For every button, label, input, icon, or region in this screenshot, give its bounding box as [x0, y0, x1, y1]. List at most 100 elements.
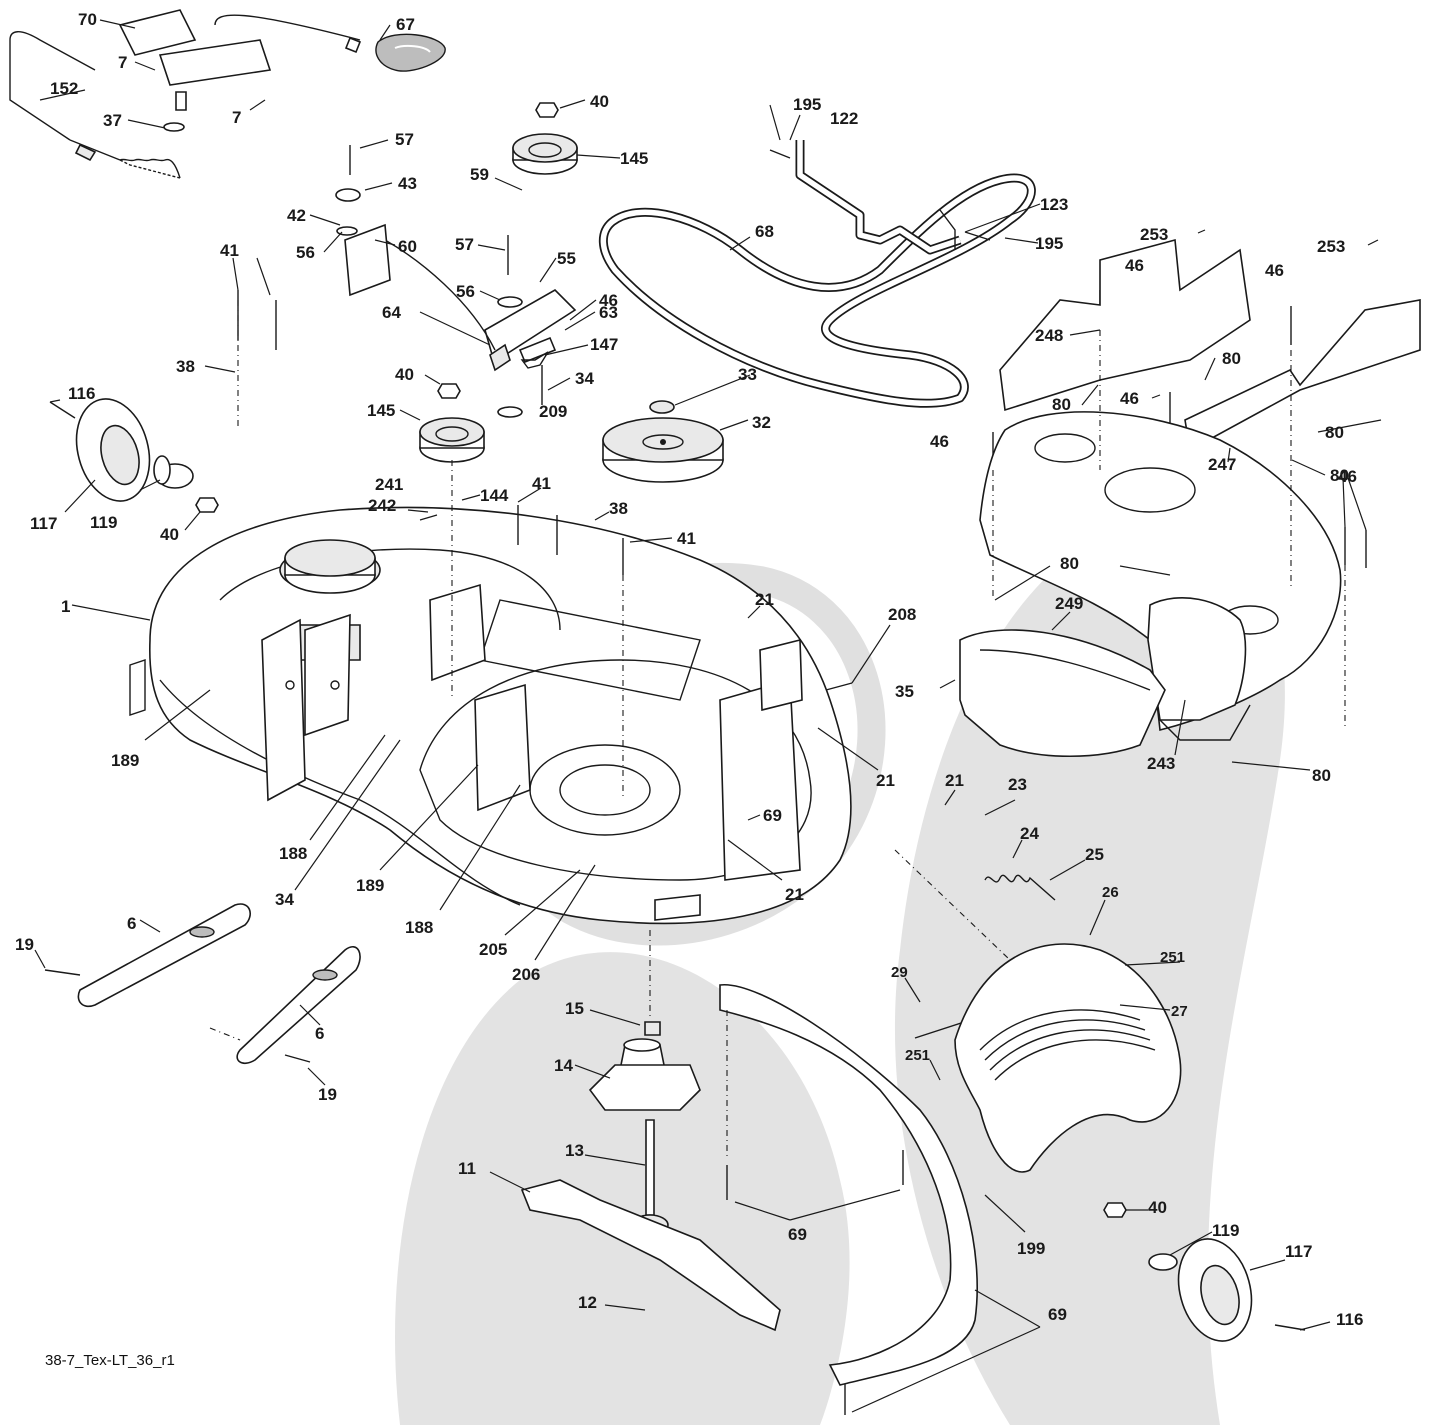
callout-46: 46: [1125, 256, 1144, 275]
callout-14: 14: [554, 1056, 573, 1075]
callout-253: 253: [1317, 237, 1345, 256]
callout-123: 123: [1040, 195, 1068, 214]
spindle-assembly: [588, 1038, 701, 1236]
callout-69: 69: [788, 1225, 807, 1244]
callout-12: 12: [578, 1293, 597, 1312]
callout-117: 117: [30, 514, 57, 533]
callout-59: 59: [470, 165, 489, 184]
callout-199: 199: [1017, 1239, 1045, 1258]
diagram-caption: 38-7_Tex-LT_36_r1: [45, 1352, 175, 1369]
callout-7: 7: [232, 108, 241, 127]
callout-80: 80: [1052, 395, 1071, 414]
callout-195: 195: [793, 95, 821, 114]
callout-19: 19: [15, 935, 34, 954]
deck-cover: [979, 411, 1342, 741]
callout-64: 64: [382, 303, 401, 322]
callout-241: 241: [375, 475, 403, 494]
springs: [119, 158, 1056, 901]
belt-shields: [999, 238, 1421, 452]
callout-251: 251: [905, 1047, 930, 1064]
idler-arm: [344, 223, 577, 372]
callout-147: 147: [590, 335, 618, 354]
callout-37: 37: [103, 111, 122, 130]
callout-206: 206: [512, 965, 540, 984]
callout-41: 41: [532, 474, 551, 493]
callout-145: 145: [620, 149, 648, 168]
callout-80: 80: [1060, 554, 1079, 573]
gauge-wheel-right: [1103, 1202, 1253, 1342]
callout-25: 25: [1085, 845, 1104, 864]
callout-116: 116: [68, 384, 95, 403]
callout-67: 67: [396, 15, 415, 34]
callout-23: 23: [1008, 775, 1027, 794]
callout-56: 56: [456, 282, 475, 301]
callout-145: 145: [367, 401, 395, 420]
callout-188: 188: [405, 918, 433, 937]
callout-7: 7: [118, 53, 127, 72]
knob: [375, 33, 446, 72]
callout-69: 69: [763, 806, 782, 825]
callout-40: 40: [395, 365, 414, 384]
assembly-lines: [209, 300, 1346, 1160]
callout-15: 15: [565, 999, 584, 1018]
callout-24: 24: [1020, 824, 1039, 843]
callout-38: 38: [609, 499, 628, 518]
callout-249: 249: [1055, 594, 1083, 613]
callout-57: 57: [395, 130, 414, 149]
callout-6: 6: [315, 1024, 324, 1043]
pulley-145-lower: [419, 417, 485, 463]
callout-119: 119: [90, 513, 117, 532]
callout-46: 46: [930, 432, 949, 451]
callout-248: 248: [1035, 326, 1063, 345]
callout-68: 68: [755, 222, 774, 241]
callout-41: 41: [220, 241, 239, 260]
callout-46: 46: [1338, 467, 1357, 486]
callout-122: 122: [830, 109, 858, 128]
callout-116: 116: [1336, 1310, 1363, 1329]
callout-13: 13: [565, 1141, 584, 1160]
callout-34: 34: [575, 369, 594, 388]
callout-144: 144: [480, 486, 509, 505]
callout-242: 242: [368, 496, 396, 515]
engagement-cable-assembly: [9, 9, 362, 179]
callout-189: 189: [356, 876, 384, 895]
callout-46: 46: [1120, 389, 1139, 408]
callout-60: 60: [398, 237, 417, 256]
callout-1: 1: [61, 597, 70, 616]
discharge-chute: [954, 943, 1182, 1173]
pulley-32: [602, 417, 724, 483]
callout-41: 41: [677, 529, 696, 548]
callout-27: 27: [1171, 1003, 1188, 1020]
callout-243: 243: [1147, 754, 1175, 773]
callout-57: 57: [455, 235, 474, 254]
callout-labels: 70 67 7 7 152 37 40 145 195 122 57 43 59…: [15, 10, 1363, 1329]
callout-33: 33: [738, 365, 757, 384]
callout-80: 80: [1325, 423, 1344, 442]
callout-208: 208: [888, 605, 916, 624]
callout-42: 42: [287, 206, 306, 225]
callout-195: 195: [1035, 234, 1063, 253]
callout-55: 55: [557, 249, 576, 268]
mower-deck-shell: [129, 506, 852, 925]
callout-152: 152: [50, 79, 78, 98]
belt-guide-rod: [795, 140, 962, 255]
callout-70: 70: [78, 10, 97, 29]
callout-56: 56: [296, 243, 315, 262]
callout-80: 80: [1312, 766, 1331, 785]
callout-40: 40: [590, 92, 609, 111]
callout-32: 32: [752, 413, 771, 432]
callout-209: 209: [539, 402, 567, 421]
callout-189: 189: [111, 751, 139, 770]
callout-21: 21: [785, 885, 804, 904]
callout-46: 46: [1265, 261, 1284, 280]
callout-21: 21: [945, 771, 964, 790]
callout-29: 29: [891, 964, 908, 981]
callout-21: 21: [755, 590, 774, 609]
baffle: [719, 984, 978, 1386]
callout-80: 80: [1330, 466, 1349, 485]
callout-80: 80: [1222, 349, 1241, 368]
callout-6: 6: [127, 914, 136, 933]
callout-117: 117: [1285, 1242, 1312, 1261]
